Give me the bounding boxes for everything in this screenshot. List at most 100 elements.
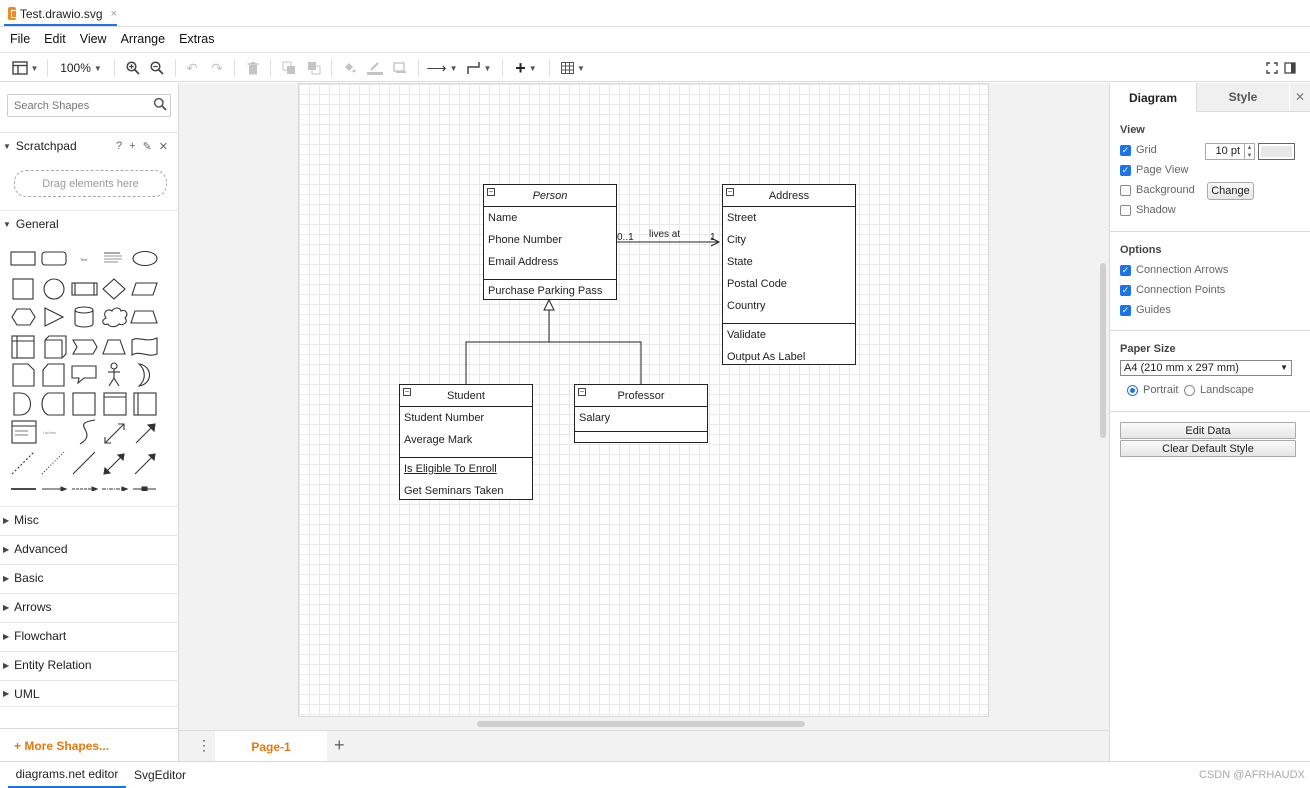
fullscreen-button[interactable]	[1264, 59, 1280, 77]
class-attribute[interactable]: Name	[488, 212, 518, 224]
class-header[interactable]: − Address	[723, 185, 855, 207]
page-tab[interactable]: Page-1	[215, 731, 327, 762]
connection-style-button[interactable]: ⟶▼	[427, 59, 458, 77]
class-operation[interactable]: Output As Label	[727, 351, 806, 363]
diagram-page[interactable]: 0..1 lives at 1 − Person Name Phone Numb…	[298, 83, 989, 717]
uml-class-student[interactable]: − Student Student Number Average Mark Is…	[399, 384, 533, 500]
tab-diagrams-net-editor[interactable]: diagrams.net editor	[8, 762, 126, 788]
class-header[interactable]: − Professor	[575, 385, 707, 407]
connection-arrows-checkbox[interactable]: ✓Connection Arrows	[1120, 264, 1228, 276]
collapse-icon[interactable]: −	[578, 387, 586, 396]
file-tab[interactable]: Test.drawio.svg ×	[4, 3, 117, 26]
pages-menu-icon[interactable]: ⋮	[197, 737, 211, 753]
fill-color-button[interactable]	[340, 59, 358, 77]
insert-button[interactable]: +▼	[511, 58, 541, 78]
search-icon[interactable]	[153, 97, 167, 111]
general-section-header[interactable]: ▼ General	[0, 210, 178, 237]
zoom-out-button[interactable]	[147, 59, 167, 77]
class-attribute[interactable]: Postal Code	[727, 278, 787, 290]
class-attribute[interactable]: Phone Number	[488, 234, 562, 246]
tab-style[interactable]: Style	[1197, 83, 1289, 111]
zoom-select[interactable]: 100% ▼	[56, 59, 106, 77]
collapse-icon[interactable]: −	[726, 187, 734, 196]
to-back-button[interactable]	[305, 59, 323, 77]
search-shapes-input[interactable]	[7, 94, 171, 117]
tab-svg-editor[interactable]: SvgEditor	[133, 768, 187, 782]
background-change-button[interactable]: Change	[1207, 182, 1254, 200]
class-attribute[interactable]: State	[727, 256, 753, 268]
delete-button[interactable]	[244, 59, 262, 77]
class-attribute[interactable]: Salary	[579, 412, 611, 424]
diagram-canvas[interactable]: 0..1 lives at 1 − Person Name Phone Numb…	[179, 83, 1109, 730]
class-attribute[interactable]: Student Number	[404, 412, 485, 424]
edit-data-button[interactable]: Edit Data	[1120, 422, 1296, 439]
class-operation[interactable]: Purchase Parking Pass	[488, 285, 603, 297]
grid-checkbox[interactable]: ✓Grid	[1120, 144, 1157, 156]
category-arrows[interactable]: ▶Arrows	[0, 593, 178, 620]
close-icon[interactable]: ✕	[158, 141, 168, 153]
grid-size-input[interactable]: 10 pt	[1205, 143, 1245, 160]
collapse-icon[interactable]: −	[487, 187, 495, 196]
waypoints-button[interactable]: ▼	[464, 59, 494, 77]
scratchpad-dropzone[interactable]: Drag elements here	[14, 170, 167, 197]
general-shapes-palette[interactable]: Text	[8, 246, 168, 491]
background-checkbox[interactable]: Background	[1120, 184, 1195, 196]
class-attribute[interactable]: City	[727, 234, 746, 246]
uml-class-address[interactable]: − Address Street City State Postal Code …	[722, 184, 856, 365]
close-icon[interactable]: ✕	[1290, 83, 1310, 111]
portrait-radio[interactable]: Portrait	[1127, 384, 1178, 396]
class-attribute[interactable]: Email Address	[488, 256, 559, 268]
class-operation[interactable]: Validate	[727, 329, 766, 341]
association-label[interactable]: lives at	[649, 229, 681, 240]
clear-default-style-button[interactable]: Clear Default Style	[1120, 440, 1296, 457]
page-view-checkbox[interactable]: ✓Page View	[1120, 164, 1188, 176]
menu-view[interactable]: View	[79, 32, 107, 46]
format-panel-toggle[interactable]	[1282, 59, 1298, 77]
edit-icon[interactable]: ✎	[142, 141, 152, 153]
add-page-icon[interactable]: +	[334, 735, 345, 755]
class-operation[interactable]: Is Eligible To Enroll	[404, 463, 497, 475]
connection-points-checkbox[interactable]: ✓Connection Points	[1120, 284, 1225, 296]
menu-edit[interactable]: Edit	[44, 32, 66, 46]
landscape-radio[interactable]: Landscape	[1184, 384, 1254, 396]
class-attribute[interactable]: Average Mark	[404, 434, 473, 446]
horizontal-scrollbar[interactable]	[477, 721, 805, 727]
class-header[interactable]: − Student	[400, 385, 532, 407]
close-icon[interactable]: ×	[110, 7, 117, 20]
grid-color-button[interactable]	[1258, 143, 1295, 160]
uml-class-professor[interactable]: − Professor Salary	[574, 384, 708, 443]
class-operation[interactable]: Get Seminars Taken	[404, 485, 504, 497]
paper-size-select[interactable]: A4 (210 mm x 297 mm) ▼	[1120, 360, 1292, 376]
category-advanced[interactable]: ▶Advanced	[0, 535, 178, 562]
menu-arrange[interactable]: Arrange	[120, 32, 166, 46]
uml-class-person[interactable]: − Person Name Phone Number Email Address…	[483, 184, 617, 300]
table-button[interactable]: ▼	[558, 59, 588, 77]
undo-button[interactable]: ↶	[183, 59, 201, 77]
line-color-button[interactable]	[365, 59, 385, 77]
menu-file[interactable]: File	[10, 32, 31, 46]
tab-diagram[interactable]: Diagram	[1110, 83, 1197, 112]
plus-icon[interactable]: +	[129, 140, 136, 152]
more-shapes-button[interactable]: + More Shapes...	[14, 739, 109, 753]
zoom-in-button[interactable]	[123, 59, 143, 77]
scratchpad-header[interactable]: ▼ Scratchpad ? + ✎ ✕	[0, 132, 178, 159]
class-header[interactable]: − Person	[484, 185, 616, 207]
menu-extras[interactable]: Extras	[179, 32, 215, 46]
category-basic[interactable]: ▶Basic	[0, 564, 178, 591]
shadow-checkbox[interactable]: Shadow	[1120, 204, 1176, 216]
panels-toggle-button[interactable]: ▼	[10, 59, 40, 77]
collapse-icon[interactable]: −	[403, 387, 411, 396]
shadow-button[interactable]	[391, 59, 409, 77]
category-uml[interactable]: ▶UML	[0, 680, 178, 707]
category-entity-relation[interactable]: ▶Entity Relation	[0, 651, 178, 678]
guides-checkbox[interactable]: ✓Guides	[1120, 304, 1171, 316]
category-flowchart[interactable]: ▶Flowchart	[0, 622, 178, 649]
grid-size-stepper[interactable]: ▲▼	[1245, 143, 1255, 160]
redo-button[interactable]: ↷	[208, 59, 226, 77]
class-attribute[interactable]: Country	[727, 300, 766, 312]
class-attribute[interactable]: Street	[727, 212, 757, 224]
category-misc[interactable]: ▶Misc	[0, 506, 178, 533]
help-icon[interactable]: ?	[116, 140, 123, 152]
vertical-scrollbar[interactable]	[1100, 263, 1106, 438]
to-front-button[interactable]	[280, 59, 298, 77]
